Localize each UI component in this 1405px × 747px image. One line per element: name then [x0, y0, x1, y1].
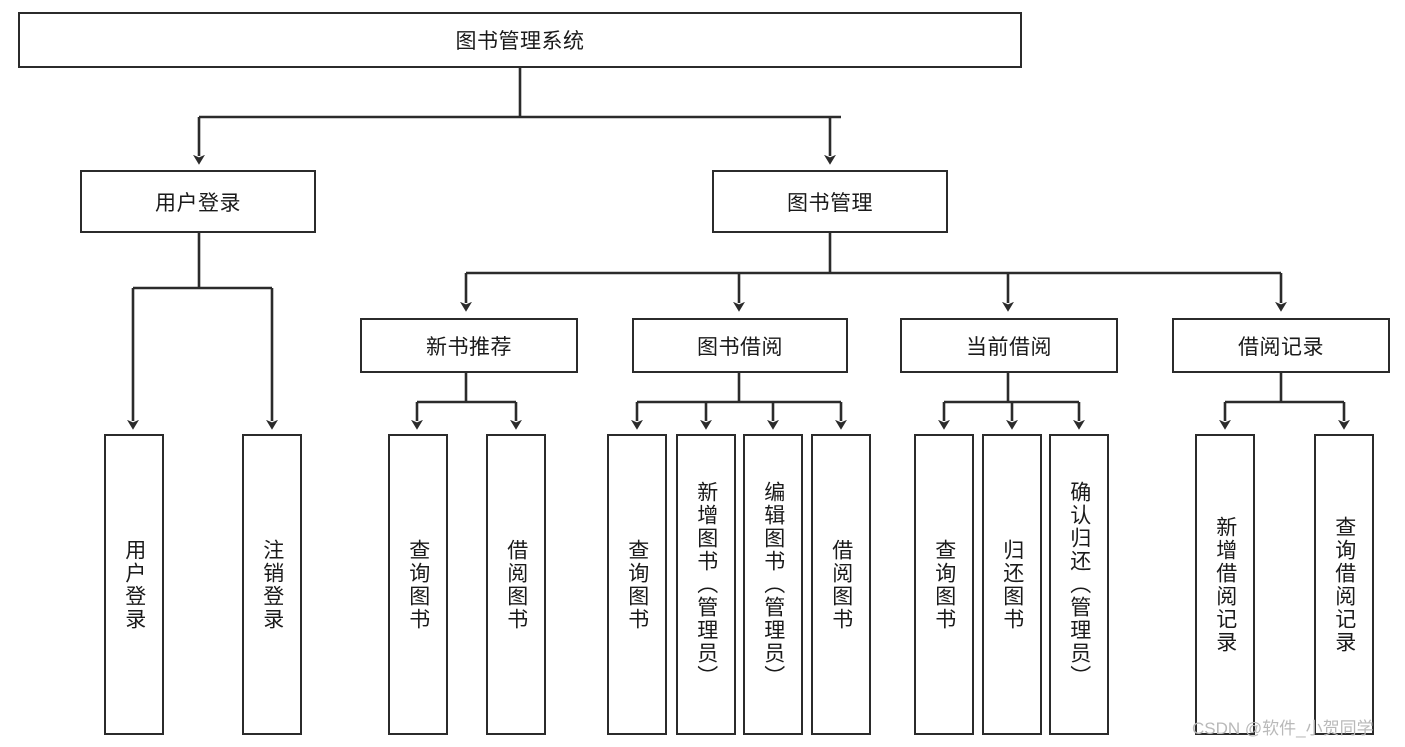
- leaf-query-book-1[interactable]: 查询图书: [388, 434, 448, 735]
- node-current-borrow-label: 当前借阅: [966, 335, 1052, 359]
- leaf-logout-login-label: 注销登录: [260, 538, 284, 631]
- leaf-edit-book[interactable]: 编辑图书（管理员）: [743, 434, 803, 735]
- leaf-query-book-3[interactable]: 查询图书: [914, 434, 974, 735]
- leaf-add-book[interactable]: 新增图书（管理员）: [676, 434, 736, 735]
- node-book-borrow[interactable]: 图书借阅: [632, 318, 848, 373]
- node-root[interactable]: 图书管理系统: [18, 12, 1022, 68]
- leaf-add-book-label: 新增图书（管理员）: [694, 481, 718, 688]
- leaf-query-book-1-label: 查询图书: [406, 538, 430, 631]
- node-book-manage[interactable]: 图书管理: [712, 170, 948, 233]
- leaf-add-record-label: 新增借阅记录: [1213, 515, 1237, 654]
- watermark: CSDN @软件_小贺同学: [1192, 719, 1374, 738]
- leaf-borrow-book-2[interactable]: 借阅图书: [811, 434, 871, 735]
- leaf-borrow-book-1[interactable]: 借阅图书: [486, 434, 546, 735]
- leaf-query-book-2[interactable]: 查询图书: [607, 434, 667, 735]
- node-current-borrow[interactable]: 当前借阅: [900, 318, 1118, 373]
- node-book-borrow-label: 图书借阅: [697, 335, 783, 359]
- node-new-book-recommend[interactable]: 新书推荐: [360, 318, 578, 373]
- leaf-return-book[interactable]: 归还图书: [982, 434, 1042, 735]
- leaf-borrow-book-2-label: 借阅图书: [829, 538, 853, 631]
- node-user-login-label: 用户登录: [155, 191, 241, 215]
- leaf-confirm-return[interactable]: 确认归还（管理员）: [1049, 434, 1109, 735]
- leaf-return-book-label: 归还图书: [1000, 538, 1024, 631]
- leaf-edit-book-label: 编辑图书（管理员）: [761, 481, 785, 688]
- leaf-add-record[interactable]: 新增借阅记录: [1195, 434, 1255, 735]
- leaf-confirm-return-label: 确认归还（管理员）: [1067, 481, 1091, 688]
- leaf-user-login[interactable]: 用户登录: [104, 434, 164, 735]
- node-book-manage-label: 图书管理: [787, 191, 873, 215]
- node-new-book-recommend-label: 新书推荐: [426, 335, 512, 359]
- node-root-label: 图书管理系统: [455, 30, 585, 53]
- leaf-logout-login[interactable]: 注销登录: [242, 434, 302, 735]
- leaf-query-record-label: 查询借阅记录: [1332, 515, 1356, 654]
- leaf-query-book-3-label: 查询图书: [932, 538, 956, 631]
- leaf-borrow-book-1-label: 借阅图书: [504, 538, 528, 631]
- leaf-user-login-label: 用户登录: [122, 538, 146, 631]
- node-user-login[interactable]: 用户登录: [80, 170, 316, 233]
- node-borrow-record[interactable]: 借阅记录: [1172, 318, 1390, 373]
- leaf-query-book-2-label: 查询图书: [625, 538, 649, 631]
- leaf-query-record[interactable]: 查询借阅记录: [1314, 434, 1374, 735]
- node-borrow-record-label: 借阅记录: [1238, 335, 1324, 359]
